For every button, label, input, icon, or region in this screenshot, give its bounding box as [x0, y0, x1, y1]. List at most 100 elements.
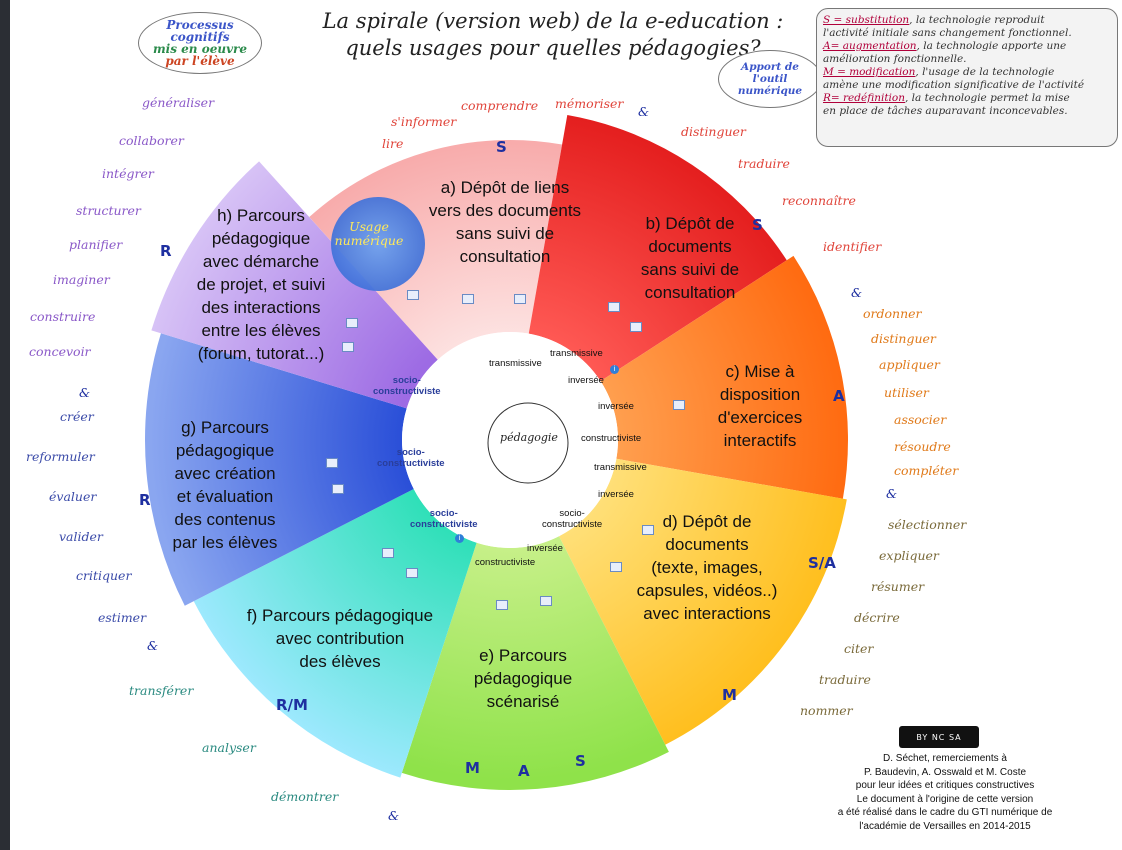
verb-label: lire: [382, 136, 404, 151]
segment-e-text: e) Parcours pédagogique scénarisé: [458, 644, 588, 713]
verb-label: distinguer: [871, 331, 936, 346]
verb-label: &: [147, 638, 159, 653]
code-a: S: [496, 138, 507, 156]
pedagogy-label: socio- constructiviste: [542, 508, 602, 530]
verb-label: associer: [894, 412, 947, 427]
verb-label: &: [638, 104, 650, 119]
title-line-1: La spirale (version web) de la e-educati…: [322, 9, 784, 33]
legend-a-key: A= augmentation: [823, 40, 917, 52]
legend-a-text: , la technologie apporte une: [916, 40, 1067, 52]
creative-commons-badge: BY NC SA: [899, 726, 979, 748]
usage-line-2: numérique: [334, 233, 404, 248]
verb-label: résoudre: [894, 439, 951, 454]
credits-line: a été réalisé dans le cadre du GTI numér…: [837, 807, 1053, 818]
pedagogy-label-line: socio-: [429, 508, 458, 519]
segment-b-line: b) Dépôt de: [645, 214, 735, 233]
code-e-s: S: [575, 752, 586, 770]
segment-b-line: consultation: [644, 283, 736, 302]
pedagogy-label: constructiviste: [475, 557, 536, 568]
segment-h-line: des interactions: [201, 298, 321, 317]
sector-d: [559, 458, 847, 745]
segment-f-line: des élèves: [299, 652, 381, 671]
screenshot-icon: [332, 484, 344, 494]
credits-line: D. Séchet, remerciements à: [883, 753, 1007, 764]
verb-label: &: [388, 808, 400, 823]
verb-label: reconnaître: [782, 193, 856, 208]
process-bubble-line-2: cognitifs: [170, 30, 230, 44]
center-label: pédagogie: [500, 431, 558, 444]
segment-d-line: avec interactions: [643, 604, 771, 623]
sector-a: [309, 140, 563, 360]
center-circle: [487, 402, 569, 484]
verb-label: reformuler: [26, 449, 95, 464]
screenshot-icon: [406, 568, 418, 578]
verb-label: démontrer: [271, 789, 339, 804]
tool-bubble: Apport de l'outil numérique: [718, 50, 822, 108]
credits-line: pour leur idées et critiques constructiv…: [855, 780, 1035, 791]
segment-g-text: g) Parcours pédagogique avec création et…: [160, 416, 290, 554]
credits-line: l'académie de Versailles en 2014-2015: [859, 820, 1031, 832]
process-bubble: Processus cognitifs mis en oeuvre par l'…: [138, 12, 262, 74]
segment-f-text: f) Parcours pédagogique avec contributio…: [230, 604, 450, 673]
verb-label: résumer: [871, 579, 925, 594]
segment-c-line: d'exercices: [717, 408, 803, 427]
verb-label: créer: [60, 409, 94, 424]
verb-label: évaluer: [49, 489, 97, 504]
segment-a-text: a) Dépôt de liens vers des documents san…: [415, 176, 595, 268]
pedagogy-label-line: constructiviste: [410, 519, 478, 530]
sector-b: [528, 115, 787, 382]
segment-c-text: c) Mise à disposition d'exercices intera…: [700, 360, 820, 452]
pedagogy-label: constructiviste: [581, 433, 642, 444]
segment-g-line: avec création: [174, 464, 276, 483]
sector-h: [151, 161, 438, 409]
legend-s-text: , la technologie reproduit: [909, 14, 1045, 26]
segment-d-text: d) Dépôt de documents (texte, images, ca…: [622, 510, 792, 625]
segment-a-line: sans suivi de: [455, 224, 555, 243]
verb-label: traduire: [819, 672, 871, 687]
verb-label: ordonner: [863, 306, 922, 321]
screenshot-icon: [673, 400, 685, 410]
segment-g-line: et évaluation: [176, 487, 274, 506]
verb-label: construire: [30, 309, 96, 324]
legend-a-text-2: amélioration fonctionnelle.: [823, 53, 967, 65]
segment-h-line: entre les élèves: [201, 321, 321, 340]
segment-h-line: (forum, tutorat...): [197, 344, 325, 363]
verb-label: critiquer: [76, 568, 132, 583]
verb-label: intégrer: [102, 166, 154, 181]
segment-e-line: scénarisé: [486, 692, 560, 711]
process-bubble-line-4: par l'élève: [165, 54, 235, 68]
screenshot-icon: [608, 302, 620, 312]
credits-line: P. Baudevin, A. Osswald et M. Coste: [863, 766, 1027, 778]
process-bubble-line-1: Processus: [166, 18, 234, 32]
screenshot-icon: [514, 294, 526, 304]
sector-f: [193, 489, 477, 778]
code-g: R: [139, 491, 151, 509]
segment-h-line: h) Parcours: [217, 206, 305, 225]
segment-b-line: documents: [648, 237, 732, 256]
verb-label: concevoir: [29, 344, 91, 359]
pedagogy-label-line: socio-: [396, 447, 425, 458]
verb-label: décrire: [854, 610, 900, 625]
legend-s-text-2: l'activité initiale sans changement fonc…: [823, 27, 1072, 39]
info-icon: i: [610, 365, 619, 374]
segment-f-line: avec contribution: [275, 629, 405, 648]
verb-label: &: [79, 385, 91, 400]
verb-label: traduire: [738, 156, 790, 171]
screenshot-icon: [642, 525, 654, 535]
pedagogy-label: inversée: [568, 375, 604, 386]
pedagogy-label-line: socio-: [559, 508, 585, 519]
pedagogy-label-line: constructiviste: [377, 458, 445, 469]
pedagogy-label-line: constructiviste: [373, 386, 441, 397]
segment-g-line: des contenus: [174, 510, 276, 529]
sector-e: [401, 536, 669, 791]
credits-line: Le document à l'origine de cette version: [856, 793, 1034, 805]
verb-label: sélectionner: [888, 517, 967, 532]
pedagogy-label: transmissive: [489, 358, 542, 369]
screenshot-icon: [630, 322, 642, 332]
code-e-m: M: [465, 759, 480, 777]
segment-a-line: consultation: [459, 247, 551, 266]
segment-b-text: b) Dépôt de documents sans suivi de cons…: [620, 212, 760, 304]
pedagogy-label: socio- constructiviste: [410, 508, 478, 530]
code-d: S/A: [808, 554, 836, 572]
verb-label: structurer: [76, 203, 141, 218]
